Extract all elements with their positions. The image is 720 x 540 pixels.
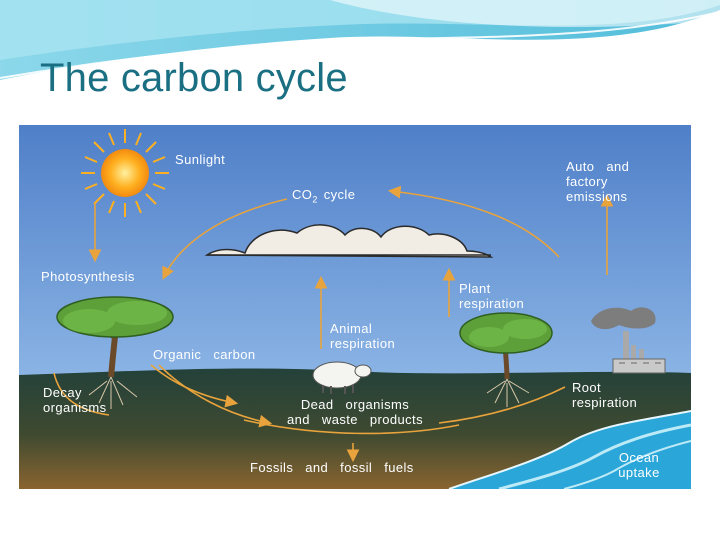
label-fossils: Fossils and fossil fuels [250, 460, 414, 475]
arrow-organic-to-dead [158, 364, 273, 428]
sun-icon [81, 129, 169, 217]
arrow-co2-to-photosynthesis [162, 198, 288, 280]
label-animal-respiration: Animal respiration [330, 321, 396, 351]
label-dead-organisms: Dead organisms and waste products [287, 397, 423, 427]
label-plant-respiration: Plant respiration [459, 281, 525, 311]
left-tree-icon [56, 296, 174, 409]
ground [19, 368, 691, 489]
label-ocean-uptake: Ocean uptake [618, 450, 660, 480]
factory-icon [591, 307, 666, 374]
slide-title: The carbon cycle [40, 56, 348, 100]
arrow-bottom-arc [243, 419, 460, 435]
arrow-dead-to-root [438, 386, 566, 424]
arrow-to-co2-cycle [387, 185, 560, 258]
label-auto-emissions: Auto and factory emissions [566, 159, 630, 204]
arrow-organic-inner [150, 364, 239, 408]
label-co2-cycle: CO2 cycle [292, 187, 355, 208]
label-photosynthesis: Photosynthesis [41, 269, 135, 284]
arrow-decay [53, 372, 110, 416]
right-tree-icon [459, 312, 553, 407]
carbon-cycle-diagram: Sunlight CO2 cycle Auto and factory emis… [19, 125, 691, 489]
ocean [448, 410, 691, 489]
co2-suffix: cycle [317, 187, 356, 202]
cycle-arrows [53, 185, 614, 463]
label-decay-organisms: Decay organisms [43, 385, 107, 415]
sheep-icon [312, 361, 372, 394]
label-root-respiration: Root respiration [572, 380, 638, 410]
header-wave-decoration [0, 0, 720, 80]
label-organic-carbon: Organic carbon [153, 347, 256, 362]
cloud-icon [204, 224, 494, 258]
co2-prefix: CO [292, 187, 313, 202]
label-sunlight: Sunlight [175, 152, 226, 167]
co2-subscript: 2 [312, 194, 318, 205]
diagram-canvas [19, 125, 691, 489]
